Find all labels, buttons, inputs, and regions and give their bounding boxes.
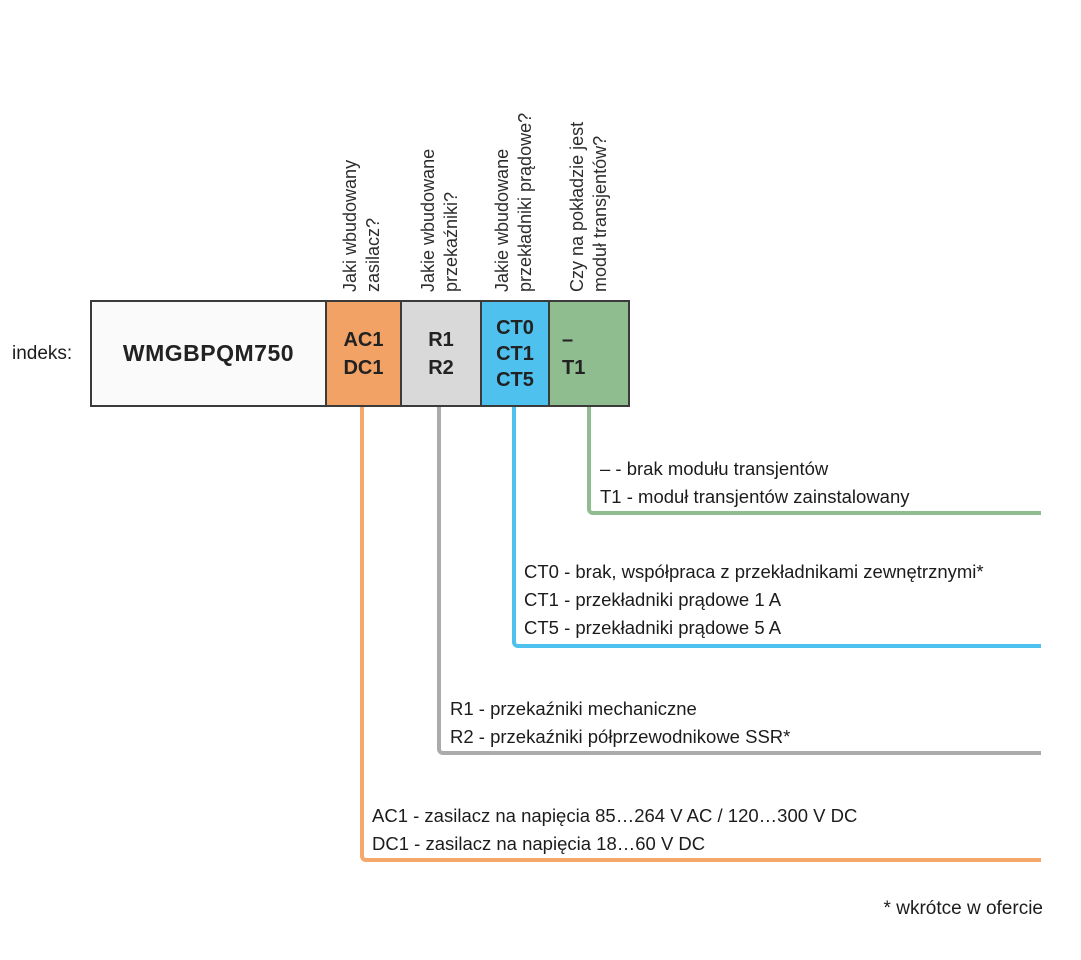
legend-line: CT0 - brak, współpraca z przekładnikami … (524, 561, 984, 582)
segment-transient-module: – T1 (548, 302, 628, 405)
option-none: – (562, 328, 574, 351)
footnote: * wkrótce w ofercie (883, 898, 1043, 919)
question-current-transformers: Jakie wbudowane przekładniki prądowe? (491, 62, 537, 292)
connector-power-supply (360, 407, 1041, 862)
legend-line: CT5 - przekładniki prądowe 5 A (524, 617, 782, 638)
legend-line: R2 - przekaźniki półprzewodnikowe SSR* (450, 726, 791, 747)
question-line: przekaźniki? (441, 191, 461, 292)
legend-current-transformers: CT0 - brak, współpraca z przekładnikami … (524, 558, 984, 642)
legend-line: T1 - moduł transjentów zainstalowany (600, 486, 910, 507)
question-line: Czy na pokładzie jest (567, 121, 587, 292)
segment-current-transformers: CT0 CT1 CT5 (480, 302, 548, 405)
option-ac1: AC1 (343, 328, 384, 351)
option-ct1: CT1 (496, 342, 534, 365)
question-line: moduł transjentów? (590, 135, 610, 292)
product-code-box: WMGBPQM750 AC1 DC1 R1 R2 CT0 CT1 CT5 – T… (90, 300, 630, 407)
legend-relays: R1 - przekaźniki mechaniczne R2 - przeka… (450, 695, 790, 751)
legend-line: R1 - przekaźniki mechaniczne (450, 698, 697, 719)
legend-line: – - brak modułu transjentów (600, 458, 829, 479)
question-line: przekładniki prądowe? (515, 112, 535, 292)
question-transient-module: Czy na pokładzie jest moduł transjentów? (566, 62, 612, 292)
option-dc1: DC1 (343, 356, 384, 379)
legend-line: DC1 - zasilacz na napięcia 18…60 V DC (372, 833, 706, 854)
product-code: WMGBPQM750 (92, 302, 325, 405)
legend-transient-module: – - brak modułu transjentów T1 - moduł t… (600, 455, 910, 511)
legend-line: AC1 - zasilacz na napięcia 85…264 V AC /… (372, 805, 858, 826)
connector-relays (437, 407, 1041, 755)
connector-current-transformers (512, 407, 1041, 648)
index-label: indeks: (12, 343, 73, 364)
legend-line: CT1 - przekładniki prądowe 1 A (524, 589, 782, 610)
question-line: zasilacz? (363, 217, 383, 292)
option-ct5: CT5 (496, 368, 534, 391)
question-line: Jaki wbudowany (340, 159, 360, 292)
option-r2: R2 (428, 356, 454, 379)
segment-power-supply: AC1 DC1 (325, 302, 400, 405)
question-power-supply: Jaki wbudowany zasilacz? (339, 62, 385, 292)
option-ct0: CT0 (496, 316, 534, 339)
option-r1: R1 (428, 328, 454, 351)
question-relays: Jakie wbudowane przekaźniki? (417, 62, 463, 292)
segment-relays: R1 R2 (400, 302, 480, 405)
question-line: Jakie wbudowane (492, 148, 512, 292)
question-line: Jakie wbudowane (418, 148, 438, 292)
legend-power-supply: AC1 - zasilacz na napięcia 85…264 V AC /… (372, 802, 857, 858)
connector-transient-module (587, 407, 1041, 515)
option-t1: T1 (562, 356, 586, 379)
